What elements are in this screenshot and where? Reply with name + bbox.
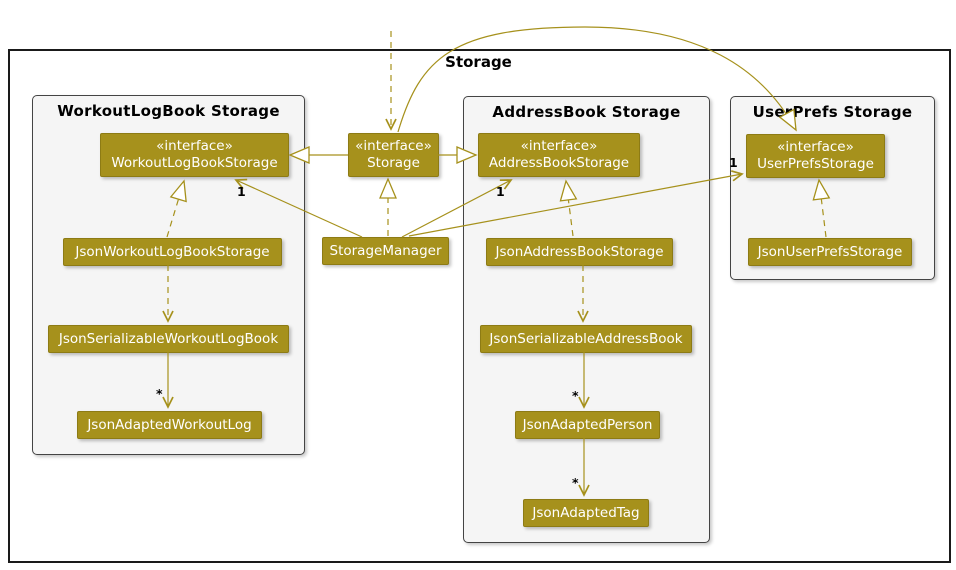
class-jsonserializableaddressbook: JsonSerializableAddressBook (480, 325, 692, 353)
multiplicity-label: * (572, 388, 579, 403)
class-name: WorkoutLogBookStorage (111, 155, 278, 171)
package-title: WorkoutLogBook Storage (57, 102, 280, 120)
stereotype-label: «interface» (777, 139, 854, 155)
multiplicity-label: * (156, 386, 163, 401)
class-jsonadaptedworkoutlog: JsonAdaptedWorkoutLog (77, 411, 262, 439)
package-title: AddressBook Storage (492, 103, 681, 121)
class-userprefsstorage-interface: «interface» UserPrefsStorage (746, 134, 885, 178)
class-jsonworkoutlogbookstorage: JsonWorkoutLogBookStorage (63, 238, 282, 266)
class-jsonuserprefsstorage: JsonUserPrefsStorage (748, 238, 912, 266)
class-jsonaddressbookstorage: JsonAddressBookStorage (486, 238, 673, 266)
class-jsonserializableworkoutlogbook: JsonSerializableWorkoutLogBook (48, 325, 289, 353)
multiplicity-label: 1 (237, 184, 246, 199)
class-jsonadaptedtag: JsonAdaptedTag (523, 499, 649, 527)
multiplicity-label: 1 (496, 184, 505, 199)
class-name: AddressBookStorage (488, 155, 630, 171)
class-name: JsonAdaptedWorkoutLog (87, 416, 252, 433)
class-name: JsonAdaptedPerson (522, 416, 653, 433)
class-addressbookstorage-interface: «interface» AddressBookStorage (478, 133, 640, 177)
class-name: Storage (367, 155, 420, 171)
class-storage-interface: «interface» Storage (348, 133, 439, 177)
class-jsonadaptedperson: JsonAdaptedPerson (515, 411, 660, 439)
package-title: UserPrefs Storage (752, 103, 913, 121)
class-name: JsonSerializableAddressBook (489, 330, 683, 347)
stereotype-label: «interface» (355, 138, 432, 154)
class-name: JsonSerializableWorkoutLogBook (58, 330, 279, 347)
class-storagemanager: StorageManager (322, 237, 449, 265)
class-name: JsonAddressBookStorage (495, 243, 664, 260)
class-name: JsonAdaptedTag (532, 504, 640, 521)
class-name: UserPrefsStorage (757, 156, 874, 172)
stereotype-label: «interface» (520, 138, 598, 154)
frame-title: Storage (445, 53, 512, 71)
stereotype-label: «interface» (156, 138, 233, 154)
class-name: StorageManager (329, 242, 442, 259)
class-name: JsonUserPrefsStorage (757, 243, 903, 260)
multiplicity-label: 1 (729, 155, 738, 170)
class-workoutlogbookstorage-interface: «interface» WorkoutLogBookStorage (100, 133, 289, 177)
class-name: JsonWorkoutLogBookStorage (75, 243, 270, 260)
multiplicity-label: * (572, 475, 579, 490)
